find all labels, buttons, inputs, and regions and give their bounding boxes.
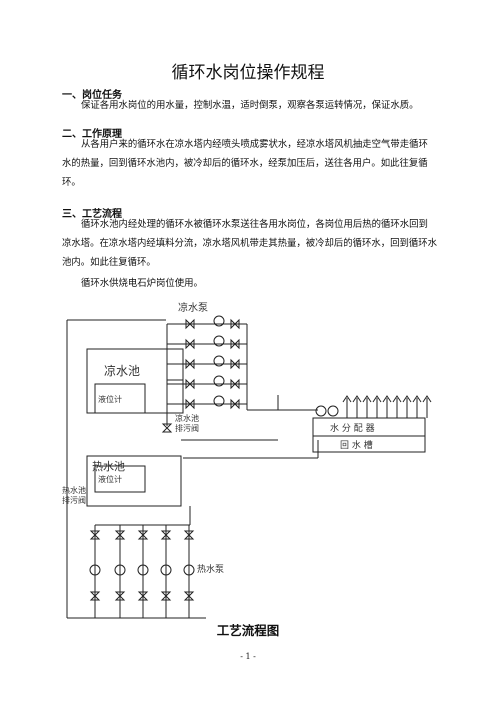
pressure-gauge-icon bbox=[327, 405, 339, 417]
section-heading-3: 三、工艺流程 bbox=[62, 209, 122, 220]
pump-icon bbox=[114, 564, 126, 576]
figure-caption: 工艺流程图 bbox=[216, 623, 280, 638]
nozzle-icon bbox=[402, 395, 412, 403]
pressure-gauge-icon bbox=[315, 405, 327, 417]
nozzle-icon bbox=[352, 395, 362, 403]
hot-pump-label: 热水泵 bbox=[197, 563, 224, 575]
cold-level-label: 液位计 bbox=[98, 394, 122, 404]
valve-icon bbox=[230, 358, 240, 370]
hot-level-gauge-box bbox=[94, 465, 146, 493]
pump-icon bbox=[213, 355, 225, 367]
page-title: 循环水岗位操作规程 bbox=[171, 63, 325, 83]
section-1-paragraph: 保证各用水岗位的用水量，控制水温，适时倒泵，观察各泵运转情况，保证水质。 bbox=[81, 100, 419, 111]
valve-icon bbox=[185, 358, 195, 370]
nozzle-icon bbox=[372, 395, 382, 403]
nozzle-icon bbox=[362, 395, 372, 403]
nozzle-icon bbox=[392, 395, 402, 403]
hot-level-label: 液位计 bbox=[98, 474, 122, 484]
hot-pool-box bbox=[86, 455, 182, 507]
valve-icon bbox=[183, 591, 195, 601]
hot-drain-label-1: 热水池 bbox=[62, 485, 86, 495]
valve-icon bbox=[185, 318, 195, 330]
section-heading-1: 一、岗位任务 bbox=[62, 90, 122, 101]
return-tank-label: 回 水 槽 bbox=[340, 439, 373, 451]
valve-icon bbox=[114, 530, 126, 540]
pump-icon bbox=[213, 335, 225, 347]
valve-icon bbox=[185, 338, 195, 350]
distributor-nozzles bbox=[342, 395, 432, 418]
hot-pool-label: 热水池 bbox=[92, 460, 125, 473]
valve-icon bbox=[89, 530, 101, 540]
distributor-label: 水 分 配 器 bbox=[330, 422, 375, 434]
cold-pool-label: 凉水池 bbox=[104, 363, 140, 378]
valve-icon bbox=[161, 423, 173, 433]
valve-icon bbox=[230, 398, 240, 410]
hot-drain-label-2: 排污阀 bbox=[62, 495, 86, 505]
cold-drain-label-2: 排污阀 bbox=[175, 423, 199, 433]
cold-pump-array bbox=[161, 315, 247, 433]
pump-icon bbox=[213, 395, 225, 407]
pump-icon bbox=[183, 564, 195, 576]
valve-icon bbox=[160, 530, 172, 540]
valve-icon bbox=[185, 378, 195, 390]
valve-icon bbox=[137, 530, 149, 540]
valve-icon bbox=[160, 591, 172, 601]
section-3-paragraph-1: 循环水池内经处理的循环水被循环水泵送往各用水岗位，各岗位用后热的循环水回到凉水塔… bbox=[62, 219, 438, 268]
valve-icon bbox=[185, 398, 195, 410]
pump-icon bbox=[160, 564, 172, 576]
valve-icon bbox=[230, 378, 240, 390]
valve-icon bbox=[230, 318, 240, 330]
pump-icon bbox=[89, 564, 101, 576]
nozzle-icon bbox=[412, 395, 422, 403]
pump-icon bbox=[213, 315, 225, 327]
cold-drain-label-1: 凉水池 bbox=[175, 413, 199, 423]
valve-icon bbox=[183, 530, 195, 540]
section-heading-2: 二、工作原理 bbox=[62, 129, 122, 140]
hot-pump-array bbox=[89, 525, 195, 618]
valve-icon bbox=[89, 591, 101, 601]
cold-level-gauge-box bbox=[94, 383, 146, 414]
nozzle-icon bbox=[342, 395, 352, 403]
valve-icon bbox=[230, 338, 240, 350]
section-2-paragraph: 从各用户来的循环水在凉水塔内经喷头喷成雾状水，经凉水塔风机抽走空气带走循环水的热… bbox=[62, 139, 428, 188]
return-tank-box bbox=[312, 435, 426, 453]
page-number: - 1 - bbox=[240, 652, 256, 661]
valve-icon bbox=[137, 591, 149, 601]
cold-pump-label: 凉水泵 bbox=[178, 301, 208, 314]
nozzle-icon bbox=[382, 395, 392, 403]
pump-icon bbox=[213, 375, 225, 387]
valve-icon bbox=[114, 591, 126, 601]
pump-icon bbox=[137, 564, 149, 576]
nozzle-icon bbox=[422, 395, 432, 403]
section-3-paragraph-2: 循环水供烧电石炉岗位使用。 bbox=[81, 278, 203, 289]
